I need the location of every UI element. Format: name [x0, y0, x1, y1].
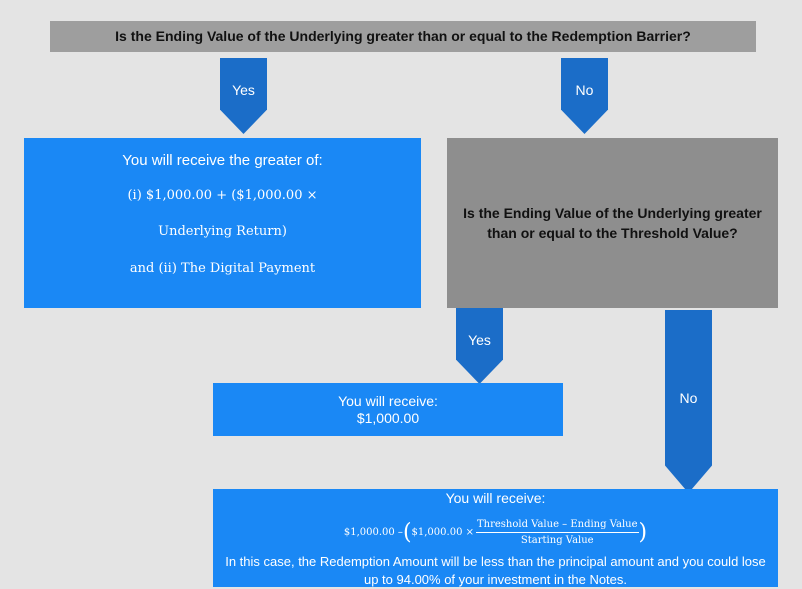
yes-arrow-2: Yes	[456, 308, 503, 384]
principal-box: You will receive: $1,000.00	[213, 383, 563, 436]
greater-of-box: You will receive the greater of: (i) $1,…	[24, 138, 421, 308]
formula-inner: $1,000.00 ×	[411, 527, 474, 538]
threshold-question-text: Is the Ending Value of the Underlying gr…	[463, 205, 762, 241]
loss-note: In this case, the Redemption Amount will…	[225, 554, 766, 587]
redemption-barrier-question: Is the Ending Value of the Underlying gr…	[50, 21, 756, 52]
formula-prefix: $1,000.00 –	[343, 527, 403, 538]
greater-of-title: You will receive the greater of:	[122, 152, 323, 169]
formula-numerator: Threshold Value – Ending Value	[475, 519, 639, 533]
no-arrow-1: No	[561, 58, 608, 134]
formula-denominator: Starting Value	[520, 535, 594, 546]
formula-fraction: Threshold Value – Ending Value Starting …	[475, 519, 639, 546]
redemption-barrier-question-text: Is the Ending Value of the Underlying gr…	[115, 28, 691, 44]
greater-of-line1: (i) $1,000.00 + ($1,000.00 ×	[127, 188, 318, 203]
principal-box-line1: You will receive:	[338, 393, 438, 409]
yes-arrow-1: Yes	[220, 58, 267, 134]
yes-label-2: Yes	[468, 332, 491, 348]
no-label-2: No	[679, 390, 698, 406]
formula-close-paren: )	[638, 519, 648, 545]
greater-of-line3: and (ii) The Digital Payment	[129, 261, 316, 276]
redemption-formula: $1,000.00 – ( $1,000.00 × Threshold Valu…	[213, 519, 778, 546]
formula-open-paren: (	[402, 519, 412, 545]
no-label-1: No	[575, 82, 594, 98]
threshold-question-box: Is the Ending Value of the Underlying gr…	[447, 138, 778, 308]
loss-box: You will receive: $1,000.00 – ( $1,000.0…	[213, 489, 778, 587]
loss-box-title: You will receive:	[445, 490, 546, 506]
principal-box-amount: $1,000.00	[356, 410, 420, 426]
greater-of-line2: Underlying Return)	[158, 224, 287, 239]
yes-label-1: Yes	[232, 82, 255, 98]
no-arrow-2: No	[665, 310, 712, 493]
